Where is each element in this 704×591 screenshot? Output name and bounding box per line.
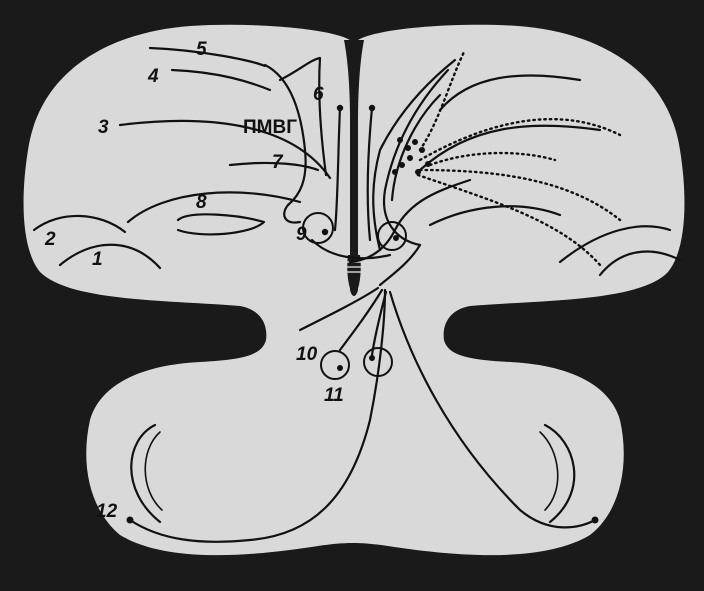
soma-11 bbox=[369, 355, 375, 361]
soma-12 bbox=[127, 517, 134, 524]
label-2: 2 bbox=[44, 229, 56, 250]
label-6: 6 bbox=[313, 84, 324, 105]
label-12: 12 bbox=[96, 501, 118, 522]
label-5: 5 bbox=[196, 39, 207, 60]
label-8: 8 bbox=[196, 192, 207, 213]
label-4: 4 bbox=[147, 66, 159, 87]
soma-9 bbox=[322, 229, 328, 235]
label-pmvg: ПМВГ bbox=[243, 117, 297, 138]
right-nucleus-soma bbox=[393, 235, 399, 241]
label-10: 10 bbox=[296, 344, 318, 365]
label-9: 9 bbox=[296, 224, 307, 245]
soma-right-vertical bbox=[369, 105, 375, 111]
label-7: 7 bbox=[272, 152, 284, 173]
label-1: 1 bbox=[92, 249, 103, 270]
soma-6 bbox=[337, 105, 343, 111]
soma-10 bbox=[337, 365, 343, 371]
label-3: 3 bbox=[98, 117, 109, 138]
label-11: 11 bbox=[324, 385, 344, 406]
soma-12-right bbox=[592, 517, 599, 524]
